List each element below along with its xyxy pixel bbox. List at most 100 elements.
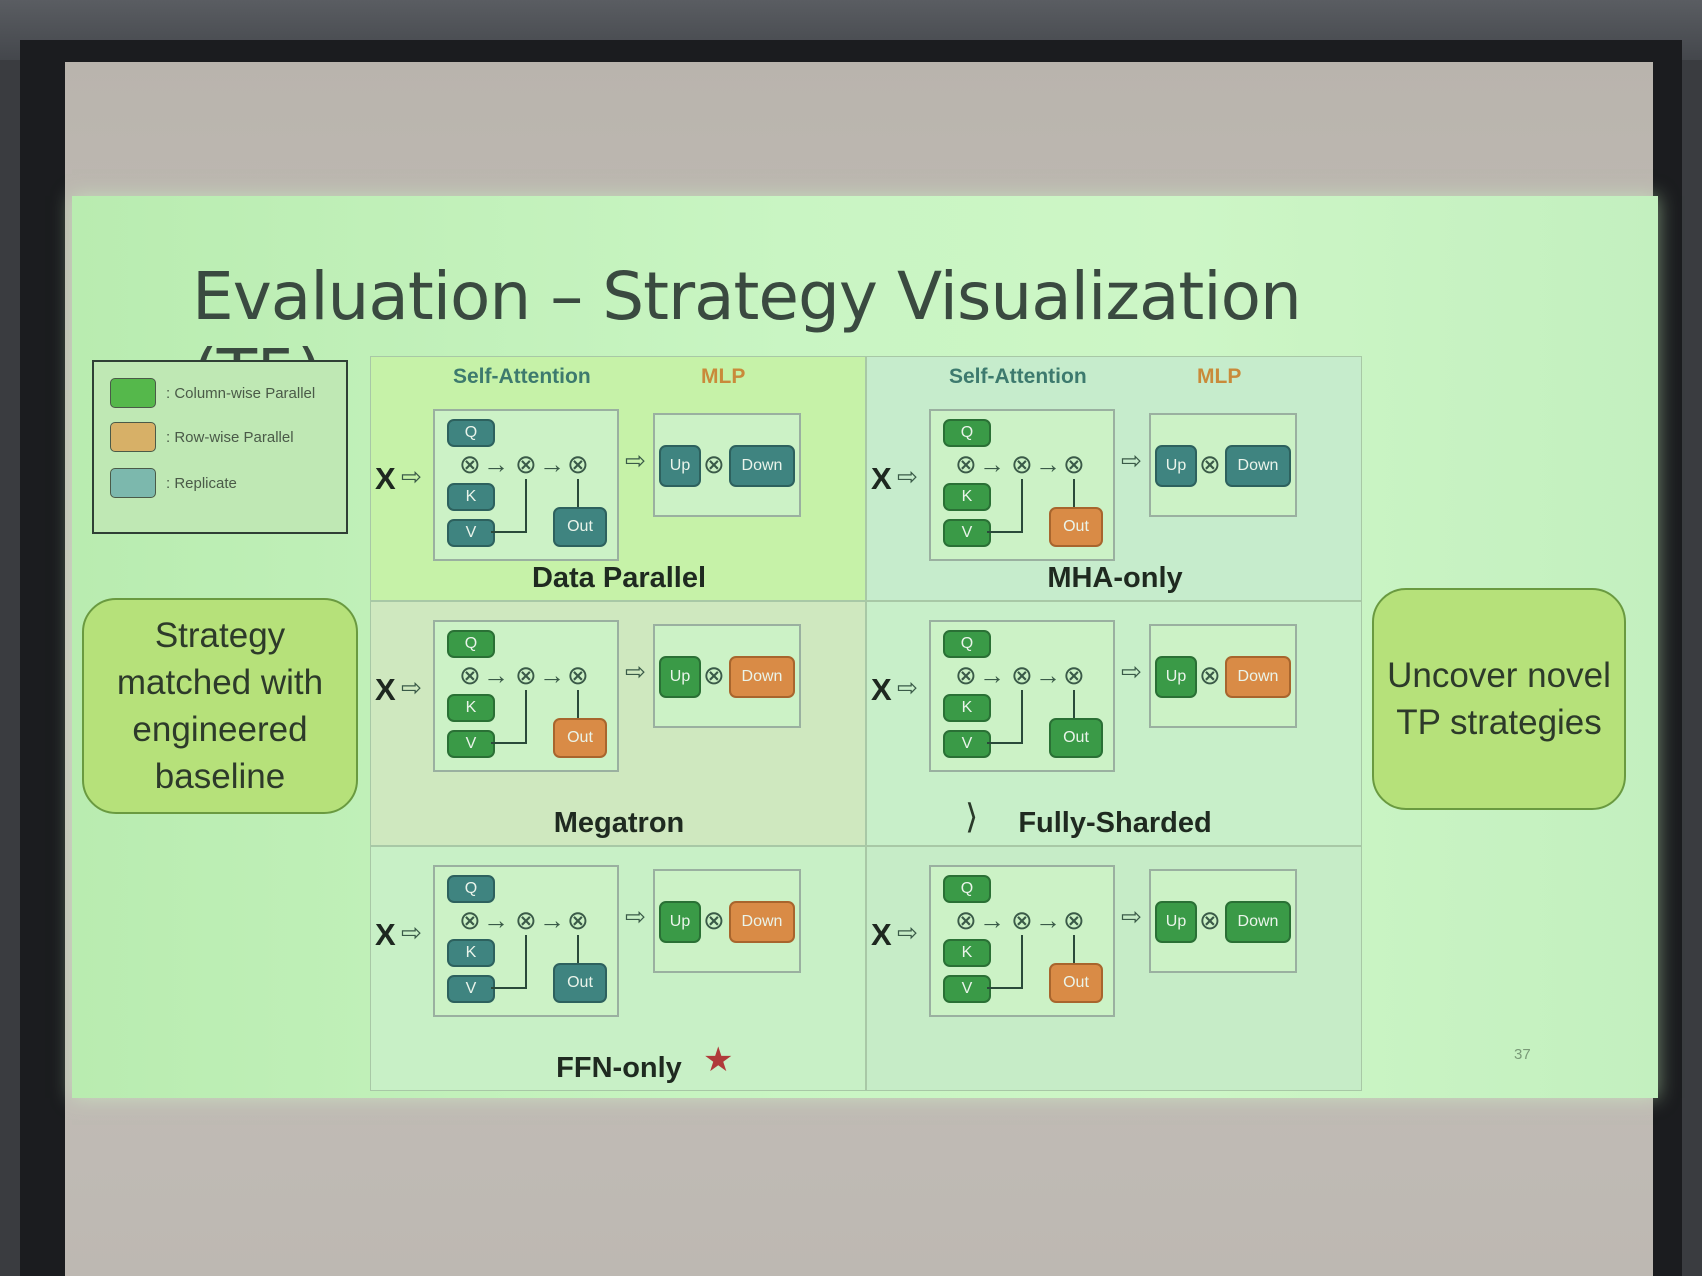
legend-item-replicate: : Replicate <box>110 468 237 498</box>
out-path-up <box>577 935 579 963</box>
q-block: Q <box>447 419 495 447</box>
multiply-circle-icon: ⊗ <box>515 905 537 935</box>
multiply-circle-icon: ⊗ <box>567 449 589 479</box>
legend-label-replicate: : Replicate <box>166 474 237 492</box>
outline-arrow-icon: ⇨ <box>401 919 422 947</box>
star-icon: ★ <box>703 1041 734 1079</box>
right-arrow-icon: → <box>483 449 509 479</box>
legend-swatch-column <box>110 378 156 408</box>
out-block: Out <box>553 718 607 758</box>
right-callout: Uncover novel TP strategies <box>1372 588 1626 810</box>
multiply-circle-icon: ⊗ <box>1063 905 1085 935</box>
q-block: Q <box>943 419 991 447</box>
v-block: V <box>447 730 495 758</box>
multiply-circle-icon: ⊗ <box>1011 905 1033 935</box>
multiply-circle-icon: ⊗ <box>1011 660 1033 690</box>
input-x-label: X <box>871 461 892 496</box>
multiply-circle-icon: ⊗ <box>515 449 537 479</box>
strategy-name: Megatron <box>553 807 685 839</box>
outline-arrow-icon: ⇨ <box>897 919 918 947</box>
q-block: Q <box>943 875 991 903</box>
multiply-circle-icon: ⊗ <box>955 905 977 935</box>
multiply-circle-icon: ⊗ <box>515 660 537 690</box>
out-path-up <box>1073 479 1075 507</box>
outline-arrow-icon: ⇨ <box>625 903 646 931</box>
out-path-up <box>577 690 579 718</box>
k-block: K <box>943 483 991 511</box>
out-path-up <box>577 479 579 507</box>
v-path-up <box>525 479 527 533</box>
right-arrow-icon: → <box>539 660 565 690</box>
multiply-circle-icon: ⊗ <box>1199 449 1221 479</box>
right-arrow-icon: → <box>1035 660 1061 690</box>
outline-arrow-icon: ⇨ <box>401 463 422 491</box>
q-block: Q <box>943 630 991 658</box>
v-path-up <box>525 690 527 744</box>
up-block: Up <box>1155 656 1197 698</box>
v-block: V <box>447 519 495 547</box>
v-path-line <box>491 987 525 989</box>
multiply-circle-icon: ⊗ <box>1199 905 1221 935</box>
mlp-label: MLP <box>701 365 746 388</box>
multiply-circle-icon: ⊗ <box>955 449 977 479</box>
q-block: Q <box>447 875 495 903</box>
multiply-circle-icon: ⊗ <box>1199 660 1221 690</box>
v-path-up <box>525 935 527 989</box>
slide: Evaluation – Strategy Visualization (T5)… <box>72 196 1658 1098</box>
strategy-name: Data Parallel <box>531 562 707 594</box>
out-block: Out <box>553 507 607 547</box>
right-arrow-icon: → <box>483 660 509 690</box>
outline-arrow-icon: ⇨ <box>1121 903 1142 931</box>
k-block: K <box>447 694 495 722</box>
up-block: Up <box>1155 445 1197 487</box>
multiply-circle-icon: ⊗ <box>567 905 589 935</box>
multiply-circle-icon: ⊗ <box>459 449 481 479</box>
v-block: V <box>447 975 495 1003</box>
legend: : Column-wise Parallel : Row-wise Parall… <box>92 360 348 534</box>
input-x-label: X <box>871 917 892 952</box>
right-arrow-icon: → <box>539 449 565 479</box>
multiply-circle-icon: ⊗ <box>567 660 589 690</box>
down-block: Down <box>729 656 795 698</box>
legend-item-row: : Row-wise Parallel <box>110 422 294 452</box>
v-path-up <box>1021 690 1023 744</box>
right-arrow-icon: → <box>979 449 1005 479</box>
k-block: K <box>943 694 991 722</box>
up-block: Up <box>1155 901 1197 943</box>
multiply-circle-icon: ⊗ <box>459 905 481 935</box>
right-arrow-icon: → <box>483 905 509 935</box>
multiply-circle-icon: ⊗ <box>703 660 725 690</box>
v-path-line <box>987 531 1021 533</box>
outline-arrow-icon: ⇨ <box>897 674 918 702</box>
down-block: Down <box>729 901 795 943</box>
input-x-label: X <box>871 672 892 707</box>
down-block: Down <box>1225 656 1291 698</box>
v-block: V <box>943 519 991 547</box>
strategy-name: Fully-Sharded <box>1018 807 1212 839</box>
multiply-circle-icon: ⊗ <box>459 660 481 690</box>
k-block: K <box>447 483 495 511</box>
multiply-circle-icon: ⊗ <box>703 905 725 935</box>
k-block: K <box>943 939 991 967</box>
right-arrow-icon: → <box>539 905 565 935</box>
up-block: Up <box>659 901 701 943</box>
out-path-up <box>1073 690 1075 718</box>
down-block: Down <box>1225 445 1291 487</box>
legend-swatch-replicate <box>110 468 156 498</box>
multiply-circle-icon: ⊗ <box>1011 449 1033 479</box>
legend-label-column: : Column-wise Parallel <box>166 384 316 402</box>
outline-arrow-icon: ⇨ <box>625 447 646 475</box>
out-path-up <box>1073 935 1075 963</box>
multiply-circle-icon: ⊗ <box>955 660 977 690</box>
multiply-circle-icon: ⊗ <box>1063 449 1085 479</box>
outline-arrow-icon: ⇨ <box>897 463 918 491</box>
v-path-line <box>987 742 1021 744</box>
k-block: K <box>447 939 495 967</box>
